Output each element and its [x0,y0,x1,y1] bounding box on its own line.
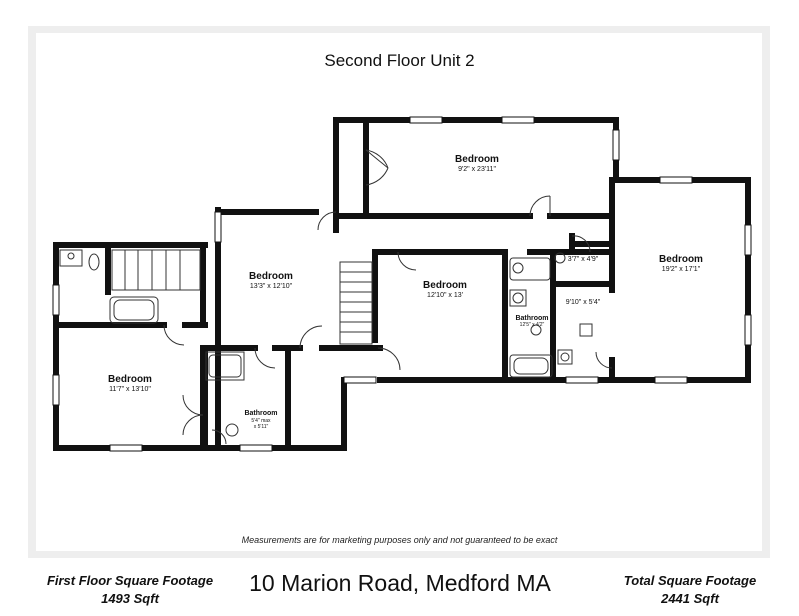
room-label-bedroom-mid: Bedroom [249,271,293,282]
room-label-bedroom-right: Bedroom [659,254,703,265]
first-floor-label: First Floor Square Footage [46,573,214,588]
property-address: 10 Marion Road, Medford MA [249,570,551,596]
room-labels: Bedroom 9'2" x 23'11" Bedroom 19'2" x 17… [108,154,703,430]
room-dim-shower: 9'10" x 5'4" [566,299,601,306]
room-label-bathroom-center: Bathroom [515,315,548,322]
room-dim-bathroom-center: 12'5" x 4'2" [520,322,545,328]
room-label-bathroom-left: Bathroom [244,410,277,417]
room-dim-closet: 3'7" x 4'9" [568,256,599,263]
room-dim-bedroom-right: 19'2" x 17'1" [662,266,701,273]
room-label-bedroom-center: Bedroom [423,280,467,291]
windows [52,116,752,452]
total-footage: Total Square Footage 2441 Sqft [590,572,790,608]
disclaimer-text: Measurements are for marketing purposes … [241,535,558,545]
fixtures [59,249,593,437]
room-dim-bathroom-left-2: x 5'11" [254,424,269,430]
room-label-bedroom-left: Bedroom [108,374,152,385]
floor-plan-title: Second Floor Unit 2 [324,51,475,70]
room-dim-bedroom-center: 12'10" x 13' [427,292,463,299]
total-label: Total Square Footage [623,573,757,588]
staircase [111,249,373,345]
room-dim-bedroom-left: 11'7" x 13'10" [109,386,151,393]
room-label-bedroom-top: Bedroom [455,154,499,165]
room-dim-bedroom-mid: 13'3" x 12'10" [250,283,293,290]
total-value: 2441 Sqft [661,591,719,606]
first-floor-value: 1493 Sqft [101,591,159,606]
first-floor-footage: First Floor Square Footage 1493 Sqft [30,572,230,608]
walls [53,117,751,451]
room-dim-bedroom-top: 9'2" x 23'11" [458,166,496,173]
door-swings [163,149,613,445]
room-dim-bathroom-left-1: 5'4" max [251,418,271,424]
